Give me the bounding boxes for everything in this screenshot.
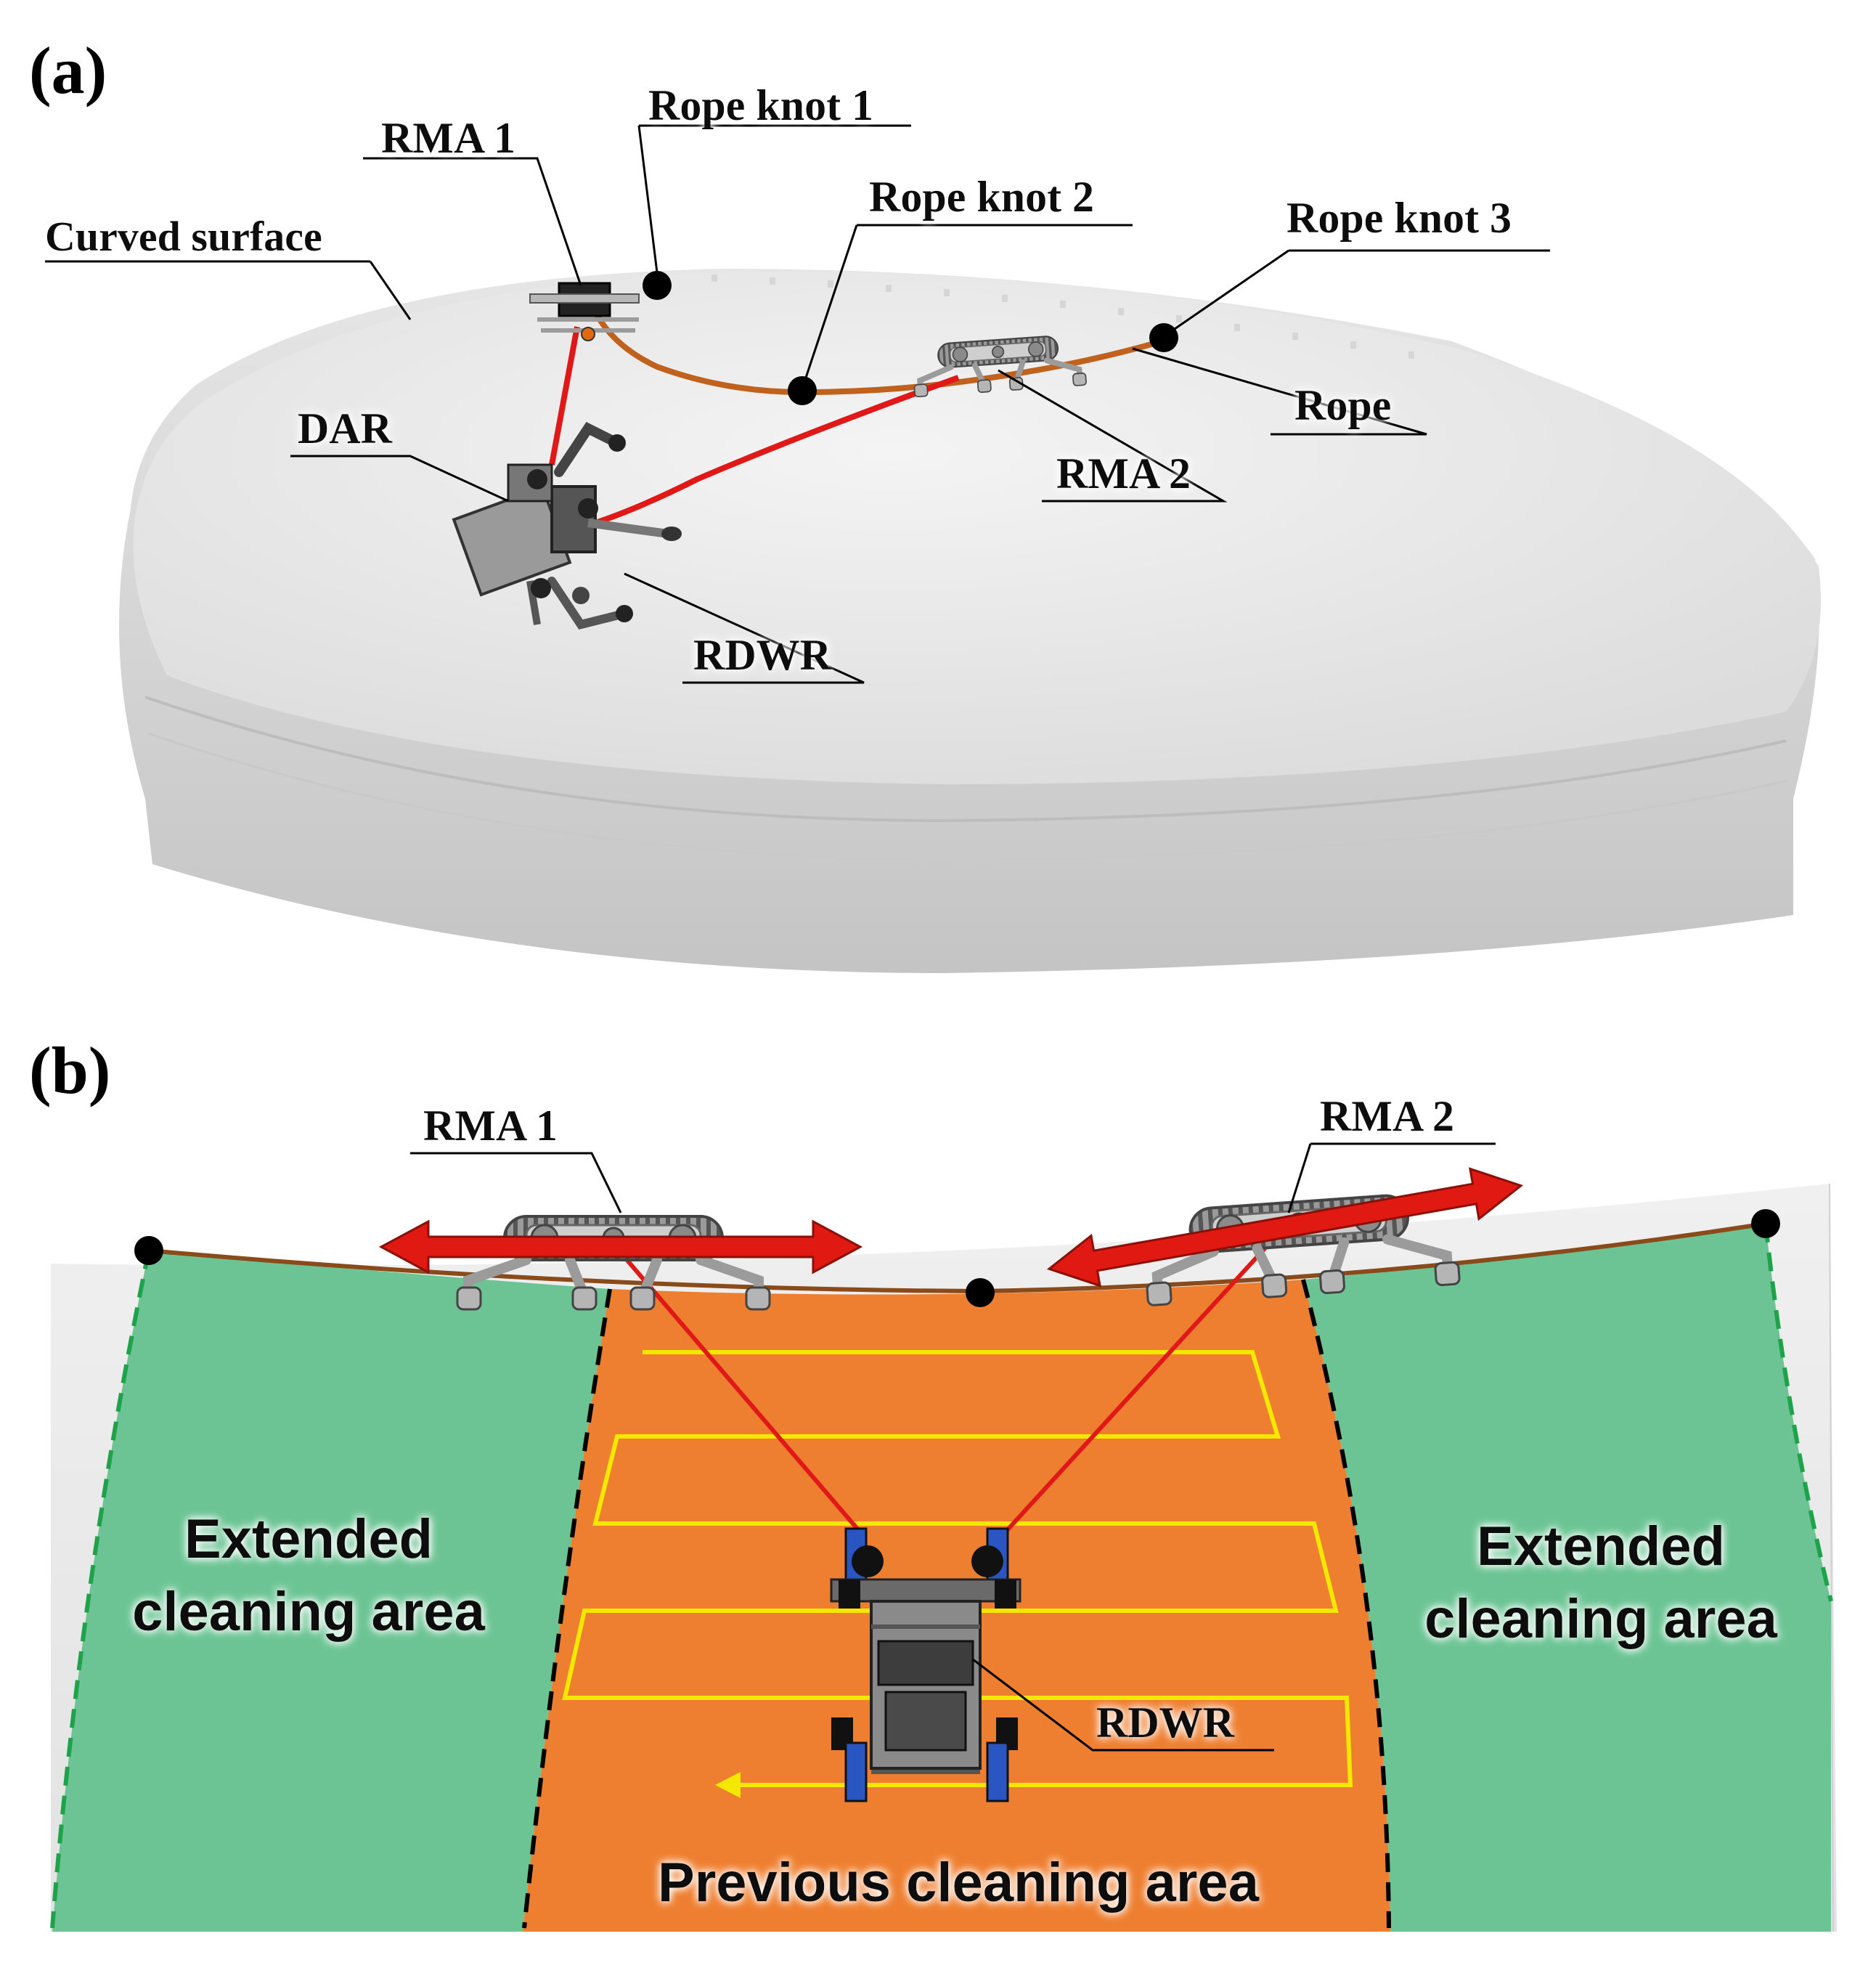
rope-line: [585, 293, 1163, 396]
panel-a: (a) RMA 1 Rope knot 1 Rope knot 2 Rope k…: [29, 33, 1822, 973]
rope-knot-icon: [1751, 1209, 1780, 1238]
rope-knot-icon: [966, 1278, 995, 1307]
rdwr-robot-icon: [830, 1527, 1021, 1802]
label-rma1: RMA 1: [381, 114, 515, 162]
tether-rma1-dar: [549, 326, 580, 465]
direction-arrow-icon: [378, 1219, 863, 1274]
rope-knot-icon: [643, 271, 672, 300]
label-rope-knot-2: Rope knot 2: [869, 173, 1094, 221]
panel-b-tag: (b): [29, 1033, 110, 1107]
label-extended-left-1: Extended: [184, 1508, 433, 1570]
tether-rma2-dar: [594, 375, 960, 526]
label-curved-surface: Curved surface: [45, 213, 322, 260]
panel-b: (b) RMA 1 RMA 2 RDWR Extended cleaning a…: [29, 1033, 1837, 1932]
boundary-dashed-black-left: [522, 1288, 612, 1929]
label-rdwr: RDWR: [693, 631, 832, 679]
boundary-dashed-black-right: [1301, 1279, 1391, 1929]
label-rdwr-b: RDWR: [1096, 1699, 1235, 1747]
cleaning-path-arrowhead: [715, 1772, 741, 1798]
surface-edge-line: [148, 732, 1788, 862]
surface-edge-line: [144, 696, 1787, 823]
rope-knot-icon: [134, 1236, 163, 1265]
label-rope: Rope: [1294, 381, 1391, 429]
curved-surface-top: [133, 272, 1822, 784]
tether-rma2-rdwr: [1000, 1236, 1276, 1538]
label-previous-area: Previous cleaning area: [658, 1852, 1260, 1914]
extended-area-left: [52, 1251, 610, 1932]
rope-knot-icon: [1149, 323, 1178, 352]
rope-knot-icon: [788, 376, 817, 405]
label-rope-knot-1: Rope knot 1: [648, 81, 873, 129]
label-rope-knot-3: Rope knot 3: [1286, 194, 1512, 242]
boundary-dashed-green-right: [1763, 1223, 1833, 1602]
label-extended-right-2: cleaning area: [1424, 1588, 1778, 1650]
label-rma2: RMA 2: [1056, 450, 1191, 497]
panel-a-tag: (a): [29, 33, 107, 107]
label-dar: DAR: [298, 404, 393, 452]
extended-area-right: [1303, 1224, 1831, 1932]
leader-lines-a: [45, 124, 1550, 684]
rma-track-robot-icon: [529, 282, 640, 341]
label-rma2-b: RMA 2: [1320, 1092, 1454, 1140]
tether-rma1-rdwr: [619, 1251, 862, 1534]
label-extended-left-2: cleaning area: [132, 1581, 486, 1643]
dar-robot-icon: [452, 421, 682, 597]
label-rma1-b: RMA 1: [423, 1102, 558, 1150]
cleaning-path: [562, 1350, 1353, 1787]
boundary-dashed-green-left: [50, 1250, 151, 1929]
bg-edge: [1829, 1183, 1834, 1932]
label-extended-right-1: Extended: [1477, 1516, 1725, 1577]
leader-lines-b: [410, 1142, 1496, 1752]
rdwr-robot-icon: [526, 577, 633, 630]
direction-arrow-icon: [1046, 1167, 1524, 1288]
